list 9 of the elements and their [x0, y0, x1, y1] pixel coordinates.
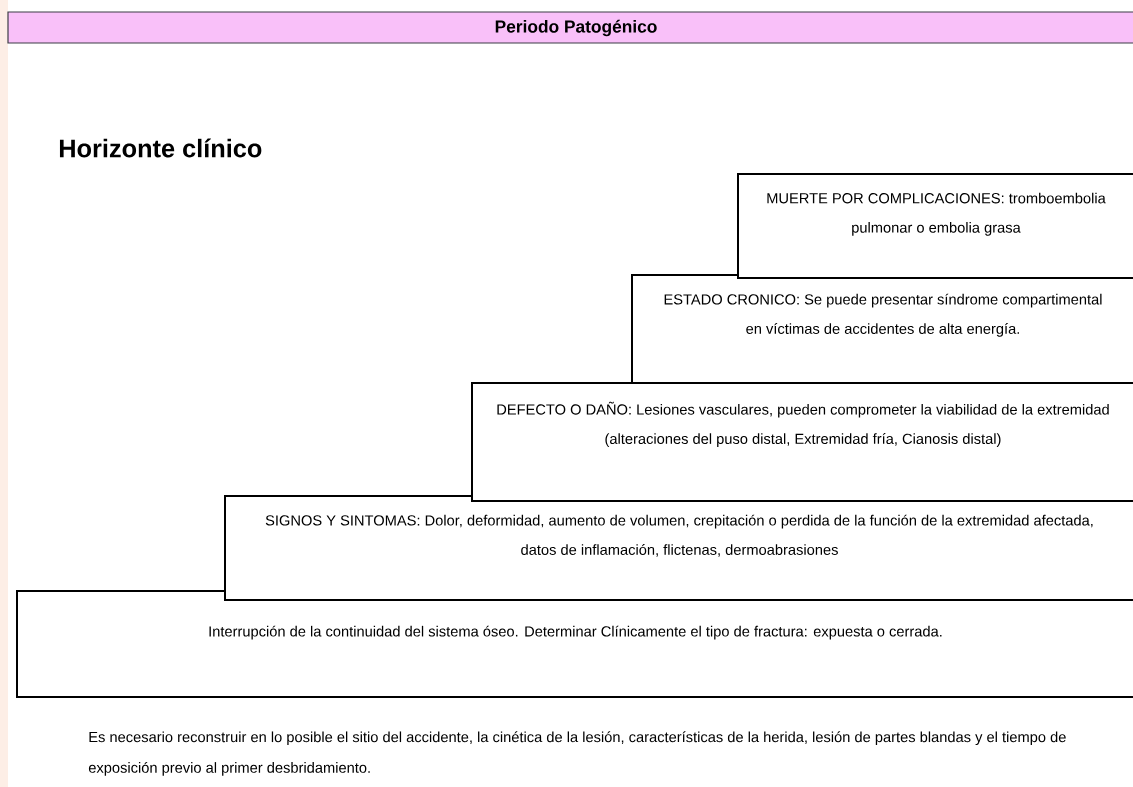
- stage-box: Interrupción de la continuidad del sistema óseo. Determinar Clínicamente el tipo de fractura: expuesta o cerrada.: [16, 590, 1133, 698]
- stage-box: DEFECTO O DAÑO: Lesiones vasculares, pueden comprometer la viabilidad de la extremidad (alteraciones del puso distal, Extremidad fría, Cianosis distal): [471, 382, 1133, 502]
- stage-box: SIGNOS Y SINTOMAS: Dolor, deformidad, aumento de volumen, crepitación o perdida de la función de la extremidad afectada, datos de inflamación, flictenas, dermoabrasiones: [224, 495, 1133, 601]
- stage-box: ESTADO CRONICO: Se puede presentar síndrome compartimental en víctimas de accidentes de alta energía.: [631, 274, 1133, 384]
- stage-box: MUERTE POR COMPLICACIONES: tromboembolia pulmonar o embolia grasa: [737, 173, 1133, 279]
- note-paragraph: Es necesario reconstruir en lo posible el sitio del accidente, la cinética de la lesión, características de la herida, lesión de partes blandas y el tiempo de exposición previo al primer desbridamiento.: [88, 731, 1066, 776]
- heading: Horizonte clínico: [59, 138, 262, 158]
- node-label: SIGNOS Y SINTOMAS: Dolor, deformidad, aumento de volumen, crepitación o perdida de la función de la extremidad afectada, datos de inflamación, flictenas, dermoabrasiones: [265, 514, 1093, 557]
- title-band: Periodo Patogénico: [7, 11, 1133, 44]
